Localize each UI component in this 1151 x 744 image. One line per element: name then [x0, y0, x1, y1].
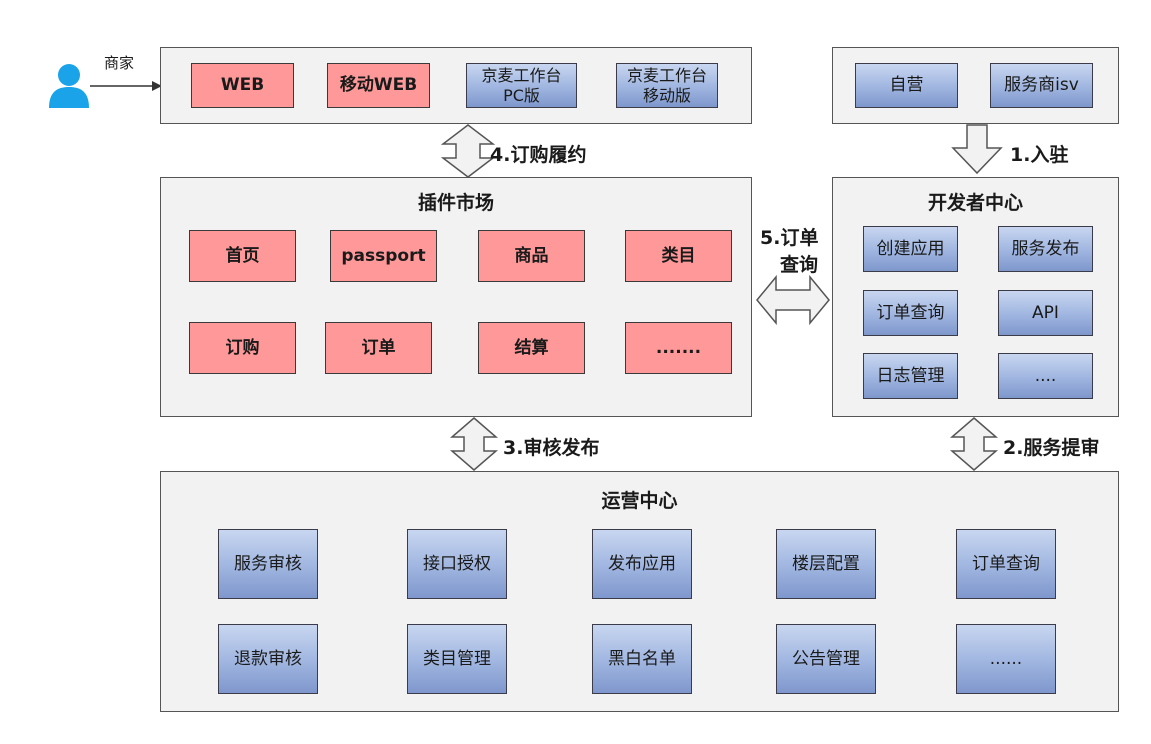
service-submit-arrow: [949, 417, 999, 471]
dev-item-order-query: 订单查询: [863, 290, 958, 336]
plugin-item-passport: passport: [330, 230, 437, 282]
client-web: WEB: [191, 63, 294, 108]
developer-center-title: 开发者中心: [927, 192, 1023, 214]
plugin-item-product: 商品: [478, 230, 585, 282]
subscribe-fulfill-arrow: [440, 124, 496, 178]
plugin-item-more: .......: [625, 322, 732, 374]
plugin-item-subscribe: 订购: [189, 322, 296, 374]
merchant-arrow: [90, 81, 162, 91]
order-query-arrow: [756, 274, 830, 326]
step5-label-line1: 5.订单: [760, 227, 819, 249]
dev-item-service-publish: 服务发布: [998, 226, 1093, 272]
dev-item-log-manage: 日志管理: [863, 353, 958, 399]
ops-item-service-review: 服务审核: [218, 529, 318, 599]
step4-label: 4.订购履约: [490, 144, 587, 166]
step2-label: 2.服务提审: [1003, 437, 1100, 459]
ops-item-floor-config: 楼层配置: [776, 529, 876, 599]
operations-center-panel: 运营中心 服务审核 接口授权 发布应用 楼层配置 订单查询 退款审核 类目管理 …: [160, 471, 1119, 712]
dev-item-more: ....: [998, 353, 1093, 399]
dev-item-api: API: [998, 290, 1093, 336]
ops-item-more: ......: [956, 624, 1056, 694]
ops-item-blackwhite-list: 黑白名单: [592, 624, 692, 694]
client-jm-mobile: 京麦工作台移动版: [616, 63, 718, 108]
step1-label: 1.入驻: [1010, 144, 1069, 166]
step3-label: 3.审核发布: [503, 437, 600, 459]
provider-isv: 服务商isv: [990, 63, 1093, 108]
providers-panel: 自营 服务商isv: [832, 47, 1119, 124]
provider-self: 自营: [855, 63, 958, 108]
review-publish-arrow: [449, 417, 499, 471]
user-icon: [49, 64, 89, 108]
client-jm-pc: 京麦工作台PC版: [466, 63, 577, 108]
ops-item-publish-app: 发布应用: [592, 529, 692, 599]
step5-label-line2: 查询: [780, 254, 819, 276]
plugin-market-panel: 插件市场 首页 passport 商品 类目 订购 订单 结算 .......: [160, 177, 752, 417]
merchant-clients-panel: WEB 移动WEB 京麦工作台PC版 京麦工作台移动版: [160, 47, 752, 124]
ops-item-category-manage: 类目管理: [407, 624, 507, 694]
operations-center-title: 运营中心: [601, 490, 678, 512]
merchant-label: 商家: [104, 54, 135, 72]
onboard-arrow: [951, 124, 1003, 175]
ops-item-order-query: 订单查询: [956, 529, 1056, 599]
plugin-item-order: 订单: [325, 322, 432, 374]
plugin-item-home: 首页: [189, 230, 296, 282]
ops-item-api-auth: 接口授权: [407, 529, 507, 599]
dev-item-create-app: 创建应用: [863, 226, 958, 272]
ops-item-notice-manage: 公告管理: [776, 624, 876, 694]
plugin-market-title: 插件市场: [417, 192, 494, 214]
ops-item-refund-review: 退款审核: [218, 624, 318, 694]
plugin-item-settlement: 结算: [478, 322, 585, 374]
developer-center-panel: 开发者中心 创建应用 服务发布 订单查询 API 日志管理 ....: [832, 177, 1119, 417]
plugin-item-category: 类目: [625, 230, 732, 282]
client-mobile-web: 移动WEB: [327, 63, 430, 108]
